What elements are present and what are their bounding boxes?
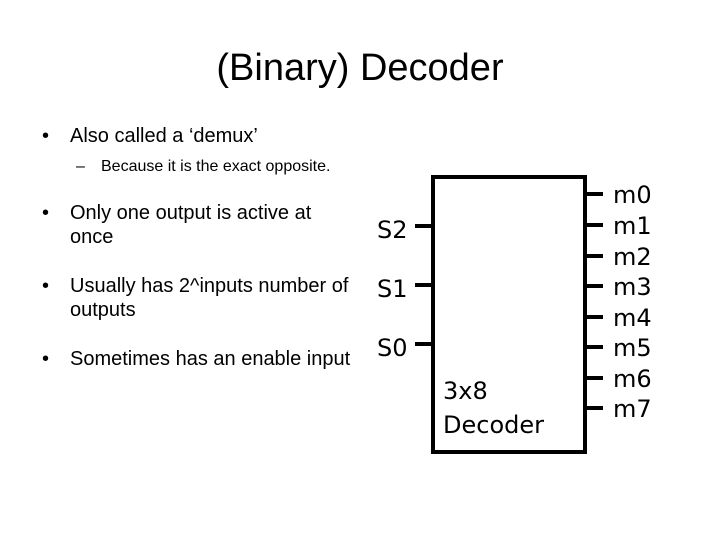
- output-label-m1: m1: [613, 212, 652, 240]
- bullet-item: • Also called a ‘demux’ – Because it is …: [40, 124, 360, 176]
- bullet-mark: •: [42, 275, 50, 297]
- output-label-m2: m2: [613, 243, 652, 271]
- output-label-m3: m3: [613, 273, 652, 301]
- dash-mark: –: [76, 158, 85, 175]
- input-label-s2: S2: [377, 216, 408, 244]
- bullet-mark: •: [42, 125, 50, 147]
- block-label-name: Decoder: [443, 411, 544, 439]
- bullet-text: Usually has 2^inputs number of outputs: [70, 275, 349, 321]
- bullet-item: • Only one output is active at once: [40, 201, 360, 249]
- output-label-m5: m5: [613, 334, 652, 362]
- slide-title: (Binary) Decoder: [216, 47, 504, 89]
- bullet-text: Only one output is active at once: [70, 202, 312, 248]
- sub-bullet-item: – Because it is the exact opposite.: [70, 157, 360, 176]
- input-label-s1: S1: [377, 275, 408, 303]
- bullet-item: • Usually has 2^inputs number of outputs: [40, 274, 360, 322]
- output-label-m7: m7: [613, 395, 652, 423]
- decoder-block: [431, 175, 587, 454]
- sub-bullet-text: Because it is the exact opposite.: [101, 158, 331, 175]
- bullet-list: • Also called a ‘demux’ – Because it is …: [40, 124, 360, 396]
- bullet-mark: •: [42, 348, 50, 370]
- input-label-s0: S0: [377, 334, 408, 362]
- output-label-m0: m0: [613, 181, 652, 209]
- output-label-m6: m6: [613, 365, 652, 393]
- bullet-mark: •: [42, 202, 50, 224]
- output-label-m4: m4: [613, 304, 652, 332]
- decoder-diagram: S2 S1 S0 m0 m1 m2 m3 m4 m5 m6 m7 3x8 Dec…: [377, 175, 652, 454]
- bullet-text: Sometimes has an enable input: [70, 348, 351, 370]
- block-label-size: 3x8: [443, 377, 488, 405]
- bullet-item: • Sometimes has an enable input: [40, 347, 360, 371]
- bullet-text: Also called a ‘demux’: [70, 125, 258, 147]
